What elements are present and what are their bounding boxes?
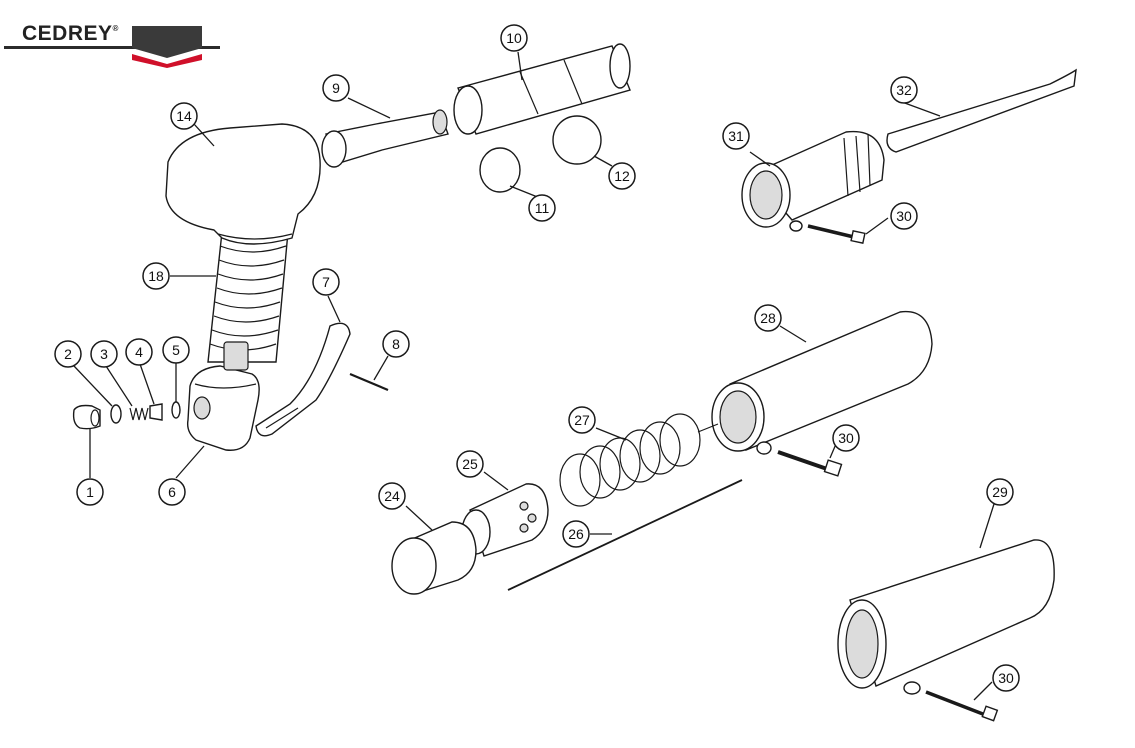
callout-8: 8 [382,330,410,358]
callout-1: 1 [76,478,104,506]
part-29-outer-tube [837,539,1055,695]
svg-text:10: 10 [506,30,522,46]
brand-chevron-icon [132,26,202,68]
callout-30-lower: 30 [992,664,1020,692]
svg-text:5: 5 [172,342,180,358]
part-3-spring [129,407,149,421]
cedrey-logo: CEDREY® [4,22,220,70]
svg-text:32: 32 [896,82,912,98]
svg-text:8: 8 [392,336,400,352]
part-8-pin [349,372,389,392]
svg-text:9: 9 [332,80,340,96]
callout-3: 3 [90,340,118,368]
svg-text:25: 25 [462,456,478,472]
part-11-oring [479,147,521,193]
svg-text:1: 1 [86,484,94,500]
part-12-oring [552,115,602,165]
svg-text:14: 14 [176,108,192,124]
callout-11: 11 [528,194,556,222]
svg-text:4: 4 [135,344,143,360]
svg-text:12: 12 [614,168,630,184]
part-30-bolt-upper [789,220,866,244]
leader-lines [73,51,995,701]
svg-text:2: 2 [64,346,72,362]
callout-24: 24 [378,482,406,510]
part-6-valve-body [186,365,260,451]
callout-25: 25 [456,450,484,478]
part-24-cap [391,521,477,595]
part-2-washer [110,404,122,424]
brand-chevron-dark [132,26,202,58]
callout-30-middle: 30 [832,424,860,452]
part-7-trigger [255,322,351,437]
callout-9: 9 [322,74,350,102]
part-28-tube [711,310,933,455]
part-25-sleeve [461,483,549,557]
svg-text:24: 24 [384,488,400,504]
svg-text:30: 30 [998,670,1014,686]
callout-27: 27 [568,406,596,434]
svg-text:6: 6 [168,484,176,500]
brand-chevron-red [132,54,202,68]
part-30-bolt-middle [777,450,843,477]
svg-text:29: 29 [992,484,1008,500]
callout-26: 26 [562,520,590,548]
part-1-plug [72,404,101,430]
callout-28: 28 [754,304,782,332]
svg-text:31: 31 [728,128,744,144]
callout-32: 32 [890,76,918,104]
callout-31: 31 [722,122,750,150]
svg-text:28: 28 [760,310,776,326]
svg-text:3: 3 [100,346,108,362]
brand-underline [4,46,220,49]
callout-2: 2 [54,340,82,368]
part-5-oring [171,401,181,419]
callout-29: 29 [986,478,1014,506]
svg-text:26: 26 [568,526,584,542]
svg-text:7: 7 [322,274,330,290]
svg-text:30: 30 [838,430,854,446]
part-30-bolt-lower [925,690,999,722]
part-26-rod [507,479,743,591]
callout-5: 5 [162,336,190,364]
part-9-shaft [321,109,449,168]
callout-10: 10 [500,24,528,52]
part-32-chisel [886,68,1077,153]
callout-7: 7 [312,268,340,296]
part-14-handle [165,123,321,245]
callout-12: 12 [608,162,636,190]
svg-text:11: 11 [535,200,550,216]
part-10-cylinder [453,43,631,135]
callout-18: 18 [142,262,170,290]
callout-4: 4 [125,338,153,366]
svg-text:30: 30 [896,208,912,224]
svg-text:27: 27 [574,412,590,428]
brand-name: CEDREY® [22,22,119,45]
part-4-valve [149,403,163,421]
svg-text:18: 18 [148,268,164,284]
callout-30-upper: 30 [890,202,918,230]
callout-6: 6 [158,478,186,506]
callout-14: 14 [170,102,198,130]
part-18-bellows [207,231,289,371]
part-31-retainer [741,130,885,228]
